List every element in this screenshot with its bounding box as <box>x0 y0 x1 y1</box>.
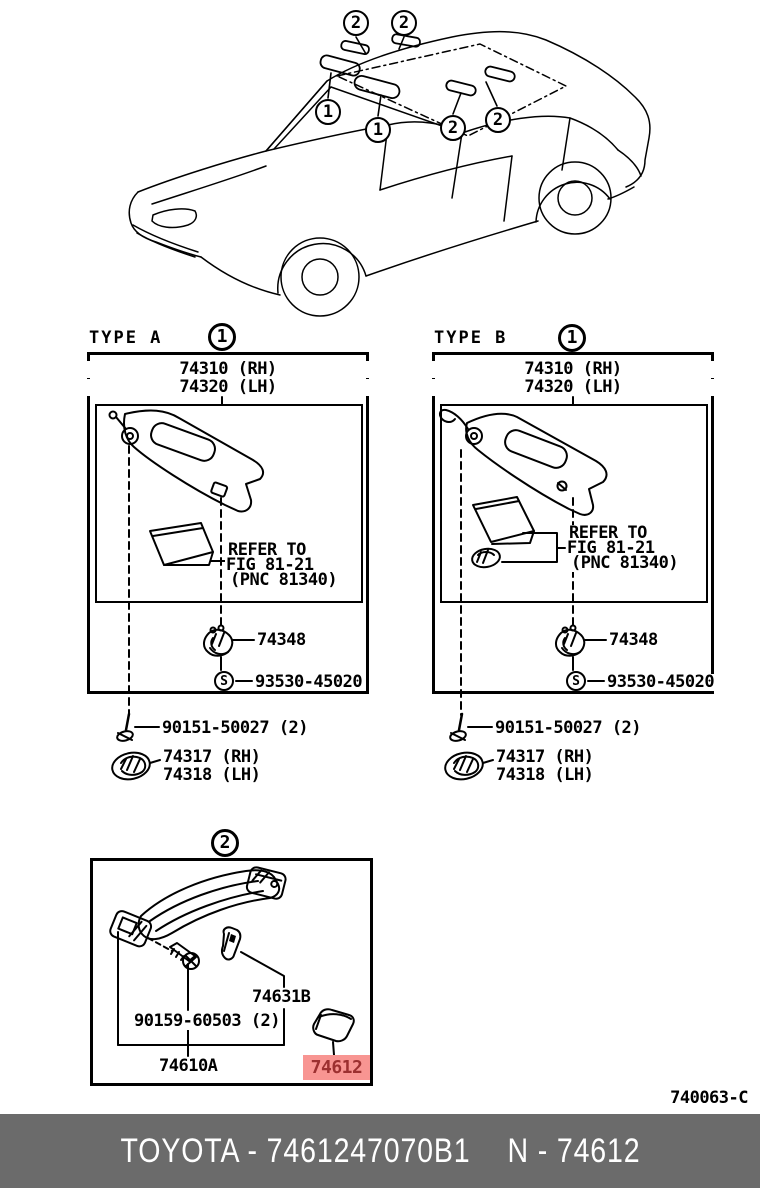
part-74310-rh-b[interactable]: 74310 (RH) <box>432 361 714 378</box>
visor-b-mirror <box>504 429 568 469</box>
part-93530-45020-a[interactable]: 93530-45020 <box>254 672 364 692</box>
type-a-inner-frame <box>95 404 363 603</box>
part-74317-rh-b[interactable]: 74317 (RH) <box>495 747 595 767</box>
part-90159-60503[interactable]: 90159-60503 (2) <box>133 1011 282 1031</box>
screw-a <box>116 712 160 742</box>
part-74348-b[interactable]: 74348 <box>608 630 659 650</box>
footer-bar: TOYOTA - 7461247070B1 N - 74612 <box>0 1114 760 1188</box>
part-90151-50027-b[interactable]: 90151-50027 (2) <box>494 718 643 738</box>
part-74612-highlighted[interactable]: 74612 <box>303 1055 370 1080</box>
part-74318-lh-a[interactable]: 74318 (LH) <box>162 765 262 785</box>
car-callout-grip-3[interactable]: 2 <box>440 115 466 141</box>
part-74610a[interactable]: 74610A <box>158 1056 219 1076</box>
clip-74348-a <box>203 624 255 682</box>
part-74318-lh-b[interactable]: 74318 (LH) <box>495 765 595 785</box>
type-b-drawing <box>438 396 608 781</box>
footer-catalog-number: TOYOTA - 7461247070B1 <box>120 1131 471 1170</box>
refer-note-b-line2: FIG 81-21 <box>566 538 656 558</box>
type-a-drawing <box>108 396 265 781</box>
part-74320-lh-b[interactable]: 74320 (LH) <box>432 379 714 396</box>
type-a-callout[interactable]: 1 <box>208 323 236 351</box>
callout-leader-lines <box>327 36 498 117</box>
assist-grip-frame <box>90 858 373 1086</box>
visor-b-lamp-card <box>471 496 566 569</box>
footer-part-number: N - 74612 <box>506 1131 640 1170</box>
visor-a-body <box>123 409 265 513</box>
part-74631b[interactable]: 74631B <box>251 987 312 1007</box>
part-90151-50027-a[interactable]: 90151-50027 (2) <box>161 718 310 738</box>
standard-part-symbol-a: S <box>214 671 234 691</box>
type-b-callout[interactable]: 1 <box>558 324 586 352</box>
assist-grip-callout[interactable]: 2 <box>211 829 239 857</box>
type-a-frame <box>87 352 369 694</box>
part-74310-rh-a[interactable]: 74310 (RH) <box>87 361 369 378</box>
car-illustration <box>128 30 651 317</box>
assist-grip-drawing <box>109 866 355 1057</box>
part-74320-lh-a[interactable]: 74320 (LH) <box>87 379 369 396</box>
screw-and-holder-b <box>444 712 494 781</box>
car-callout-grip-2[interactable]: 2 <box>391 10 417 36</box>
car-callout-grip-4[interactable]: 2 <box>485 107 511 133</box>
type-b-frame <box>432 352 714 694</box>
part-74317-rh-a[interactable]: 74317 (RH) <box>162 747 262 767</box>
grip-screw <box>169 942 200 970</box>
car-callout-visor-2[interactable]: 1 <box>365 117 391 143</box>
grip-cap-74631b <box>220 926 242 961</box>
clip-74348-b <box>555 624 607 682</box>
holder-74317-a <box>111 751 161 781</box>
visor-a-lamp-card <box>149 522 227 566</box>
figure-code: 740063-C <box>670 1088 748 1108</box>
type-b-title: TYPE B <box>433 328 509 348</box>
refer-note-a-line1: REFER TO <box>227 540 307 560</box>
refer-note-a-line3: (PNC 81340) <box>229 570 339 590</box>
type-b-inner-frame <box>440 404 708 603</box>
part-74348-a[interactable]: 74348 <box>256 630 307 650</box>
part-93530-45020-b[interactable]: 93530-45020 <box>606 672 716 692</box>
car-callout-visor-1[interactable]: 1 <box>315 99 341 125</box>
standard-part-symbol-b: S <box>566 671 586 691</box>
refer-note-b-line1: REFER TO <box>568 523 648 543</box>
visor-a-mirror <box>150 422 216 462</box>
cover-74612-drawing <box>312 1008 355 1056</box>
refer-note-a-line2: FIG 81-21 <box>225 555 315 575</box>
car-callout-grip-1[interactable]: 2 <box>343 10 369 36</box>
type-a-title: TYPE A <box>88 328 164 348</box>
visor-b-body <box>465 412 608 516</box>
refer-note-b-line3: (PNC 81340) <box>570 553 680 573</box>
roof-parts <box>319 33 516 100</box>
